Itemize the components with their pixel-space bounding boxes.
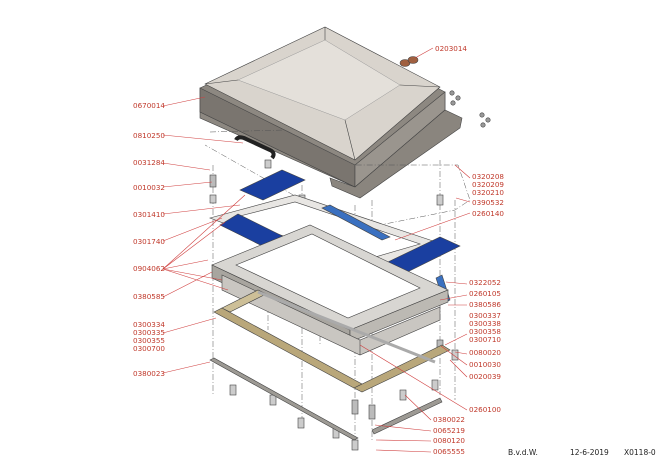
- author-initials: B.v.d.W.: [508, 448, 538, 457]
- part-label: 0300337: [469, 311, 501, 320]
- part-label: 0010030: [469, 360, 501, 369]
- part-label: 0300335: [133, 328, 165, 337]
- part-label: 0320210: [472, 188, 504, 197]
- part-label: 0031284: [133, 158, 165, 167]
- part-label: 0203014: [435, 44, 467, 53]
- left-part-labels: 0670014 0810250 0031284 0010032 0301410 …: [133, 101, 165, 378]
- part-label: 0380585: [133, 292, 165, 301]
- bottom-rail: [209, 357, 443, 441]
- part-label: 0260140: [472, 209, 504, 218]
- part-label: 0300338: [469, 319, 501, 328]
- title-block: B.v.d.W. 12-6-2019 X0118-0: [508, 448, 656, 457]
- part-label: 0300358: [469, 327, 501, 336]
- part-label: 0904062: [133, 264, 165, 273]
- lower-tray: [221, 274, 441, 356]
- part-label: 0065555: [433, 447, 465, 456]
- leader-lines: [162, 47, 471, 453]
- handle: [234, 135, 276, 160]
- base-frame: [213, 289, 451, 393]
- part-label: 0010032: [133, 183, 165, 192]
- part-label: 0380023: [133, 369, 165, 378]
- part-label: 0260105: [469, 289, 501, 298]
- part-label: 0670014: [133, 101, 165, 110]
- part-label: 0810250: [133, 131, 165, 140]
- part-label: 0380586: [469, 300, 501, 309]
- part-label: 0320209: [472, 180, 504, 189]
- part-label: 0301740: [133, 237, 165, 246]
- part-label: 0320208: [472, 172, 504, 181]
- part-label: 0080020: [469, 348, 501, 357]
- part-label: 0300710: [469, 335, 501, 344]
- part-label: 0065219: [433, 426, 465, 435]
- hardware-bolts-top: [399, 56, 491, 128]
- right-part-labels: 0203014 0320208 0320209 0320210 0390532 …: [433, 44, 504, 456]
- part-label: 0300700: [133, 344, 165, 353]
- part-label: 0301410: [133, 210, 165, 219]
- part-label: 0020039: [469, 372, 501, 381]
- lid-cover: [199, 26, 463, 199]
- part-label: 0300334: [133, 320, 165, 329]
- part-label: 0260100: [469, 405, 501, 414]
- part-label: 0080120: [433, 436, 465, 445]
- part-label: 0322052: [469, 278, 501, 287]
- drawing-date: 12-6-2019: [570, 448, 609, 457]
- drawing-number: X0118-0: [624, 448, 656, 457]
- part-label: 0380022: [433, 415, 465, 424]
- part-label: 0300355: [133, 336, 165, 345]
- part-label: 0390532: [472, 198, 504, 207]
